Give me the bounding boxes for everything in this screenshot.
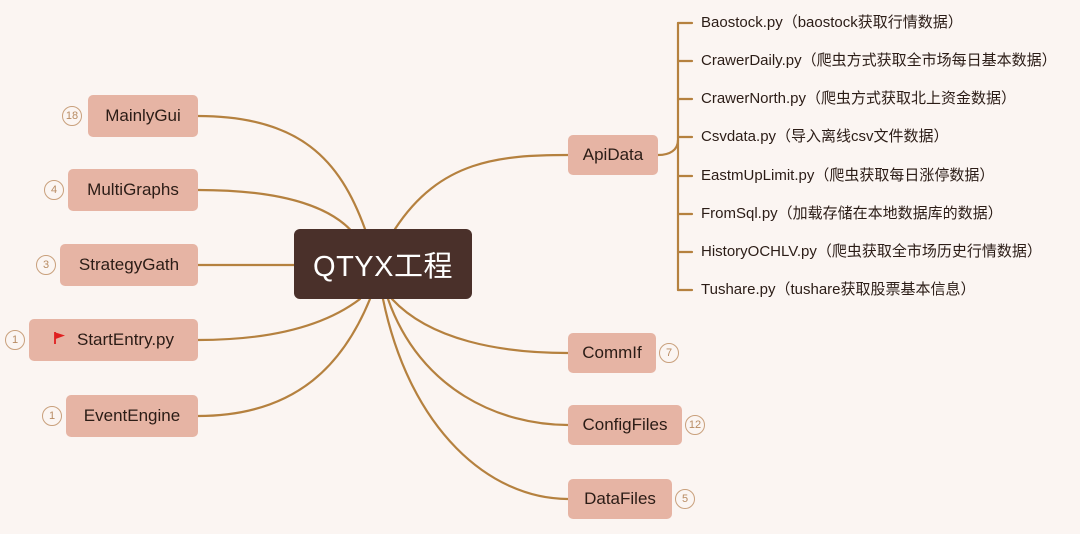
leaf-csvdata[interactable]: Csvdata.py（导入离线csv文件数据） (701, 128, 949, 145)
count-badge: 7 (659, 343, 679, 363)
leaf-crawernorth[interactable]: CrawerNorth.py（爬虫方式获取北上资金数据） (701, 90, 1017, 107)
leaf-baostock[interactable]: Baostock.py（baostock获取行情数据） (701, 14, 963, 31)
count-badge: 3 (36, 255, 56, 275)
count-badge: 5 (675, 489, 695, 509)
node-label: StrategyGath (78, 255, 180, 274)
root-node[interactable]: QTYX工程 (294, 229, 472, 299)
leaf-fromsql[interactable]: FromSql.py（加载存储在本地数据库的数据） (701, 205, 1003, 222)
connector-commif (390, 297, 570, 355)
node-configfiles[interactable]: ConfigFiles (568, 405, 682, 445)
node-label: ApiData (582, 145, 644, 164)
count-badge: 4 (44, 180, 64, 200)
count-badge: 1 (42, 406, 62, 426)
leaf-tushare[interactable]: Tushare.py（tushare获取股票基本信息） (701, 281, 976, 298)
node-label: DataFiles (584, 489, 656, 508)
connector-startentry (196, 297, 362, 342)
node-label: ConfigFiles (582, 415, 668, 434)
node-datafiles[interactable]: DataFiles (568, 479, 672, 519)
node-strategygath[interactable]: StrategyGath (60, 244, 198, 286)
node-mainlygui[interactable]: MainlyGui (88, 95, 198, 137)
red-flag-icon (53, 330, 67, 350)
node-eventengine[interactable]: EventEngine (66, 395, 198, 437)
node-label: CommIf (582, 343, 642, 362)
node-label: MainlyGui (105, 106, 181, 125)
count-badge: 1 (5, 330, 25, 350)
node-label: MultiGraphs (87, 180, 179, 199)
leaf-historyochlv[interactable]: HistoryOCHLV.py（爬虫获取全市场历史行情数据） (701, 243, 1042, 260)
node-label: StartEntry.py (77, 330, 174, 349)
connector-eventengine (196, 297, 372, 418)
node-label: EventEngine (83, 406, 181, 425)
node-apidata[interactable]: ApiData (568, 135, 658, 175)
connector-multigraphs (196, 188, 357, 237)
connector-configfiles (386, 297, 570, 427)
leaf-crawerdaily[interactable]: CrawerDaily.py（爬虫方式获取全市场每日基本数据） (701, 52, 1057, 69)
count-badge: 12 (685, 415, 705, 435)
node-commif[interactable]: CommIf (568, 333, 656, 373)
node-startentry[interactable]: StartEntry.py (29, 319, 198, 361)
leaf-eastmuplimit[interactable]: EastmUpLimit.py（爬虫获取每日涨停数据） (701, 167, 995, 184)
connector-apidata-trunk-join (656, 138, 680, 157)
connector-apidata (393, 153, 570, 231)
count-badge: 18 (62, 106, 82, 126)
connector-mainlygui (196, 114, 367, 231)
node-multigraphs[interactable]: MultiGraphs (68, 169, 198, 211)
connector-datafiles (381, 297, 570, 501)
